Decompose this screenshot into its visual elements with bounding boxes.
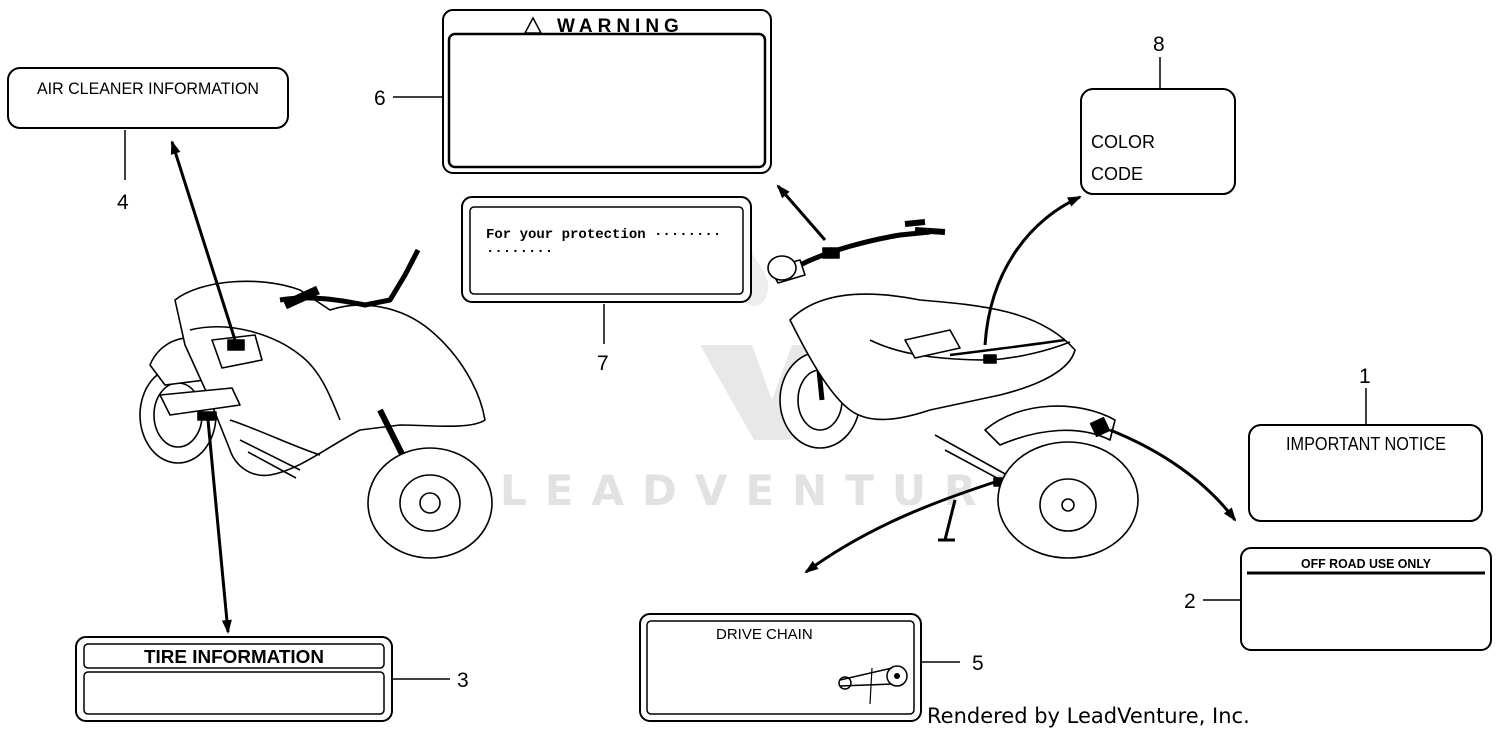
callout-3: 3	[457, 669, 469, 692]
callout-7: 7	[597, 352, 609, 375]
air-cleaner-label: AIR CLEANER INFORMATION	[7, 67, 289, 129]
watermark-text: LEADVENTURE	[500, 466, 1041, 515]
drive-chain-text: DRIVE CHAIN	[716, 626, 813, 643]
callout-4: 4	[117, 191, 129, 214]
credit-text: Rendered by LeadVenture, Inc.	[927, 704, 1250, 728]
callout-5: 5	[972, 652, 984, 675]
motorcycle-left-view	[139, 248, 493, 559]
warning-triangle-icon	[523, 16, 543, 34]
air-cleaner-text: AIR CLEANER INFORMATION	[37, 79, 259, 98]
callout-2: 2	[1184, 590, 1196, 613]
drive-chain-label: DRIVE CHAIN	[639, 613, 922, 722]
warning-label: WARNING	[442, 9, 772, 174]
callout-1: 1	[1359, 365, 1371, 388]
important-notice-text: IMPORTANT NOTICE	[1286, 434, 1446, 454]
protection-text: For your protection ········	[486, 227, 721, 243]
pointer-arrows	[170, 140, 1237, 634]
off-road-label: OFF ROAD USE ONLY	[1240, 547, 1492, 651]
callout-8: 8	[1153, 33, 1165, 56]
color-text: COLOR	[1091, 132, 1155, 152]
tire-info-label: TIRE INFORMATION	[75, 636, 393, 722]
motorcycle-right-view	[767, 219, 1139, 559]
code-text: CODE	[1091, 164, 1143, 184]
callout-6: 6	[374, 87, 386, 110]
tire-info-text: TIRE INFORMATION	[144, 647, 324, 667]
warning-text: WARNING	[557, 16, 684, 37]
color-code-label: COLOR CODE	[1080, 88, 1236, 195]
important-notice-label: IMPORTANT NOTICE	[1248, 424, 1483, 522]
protection-label: For your protection ········ ········	[461, 196, 752, 303]
off-road-text: OFF ROAD USE ONLY	[1301, 556, 1431, 571]
protection-text-2: ········	[486, 244, 553, 260]
chain-icon	[838, 665, 908, 705]
